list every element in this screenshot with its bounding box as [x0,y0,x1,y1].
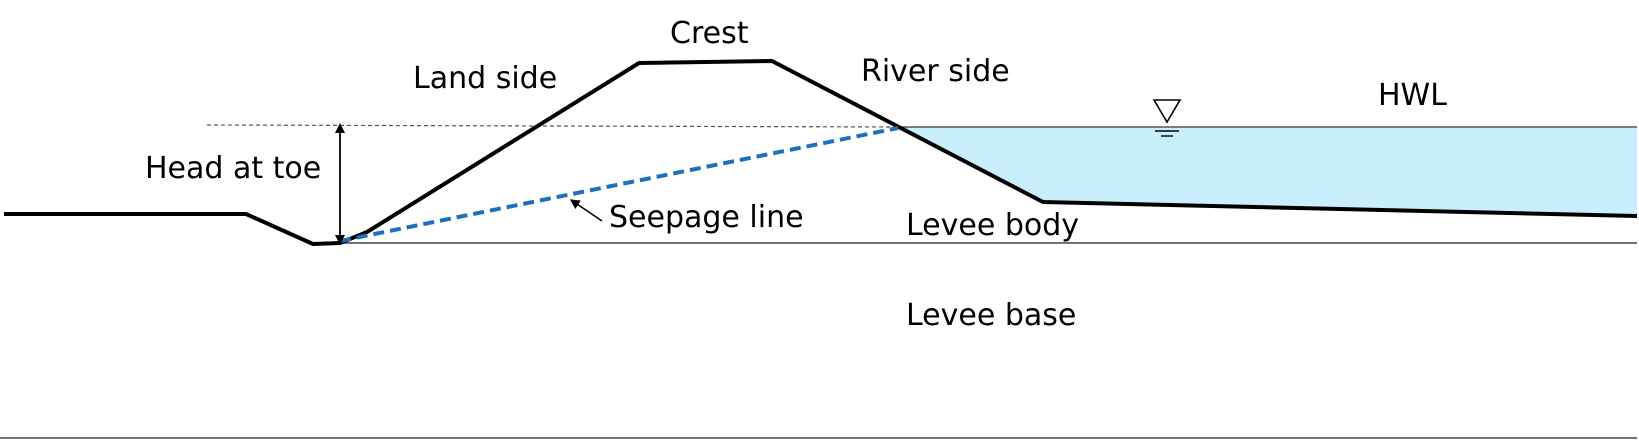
river-water [898,127,1637,216]
seepage-line-label: Seepage line [609,200,804,235]
head-at-toe-label: Head at toe [145,151,321,186]
hwl-dashed-line [206,124,899,128]
levee-outline [4,59,1638,246]
seepage-pointer-arrow [569,199,603,222]
water-level-icon [1152,99,1182,137]
land-side-label: Land side [413,61,557,96]
hwl-label: HWL [1378,78,1447,113]
river-side-label: River side [861,54,1010,89]
seepage-line [339,126,899,243]
crest-label: Crest [670,16,749,51]
levee-body-label: Levee body [906,208,1079,243]
levee-base-label: Levee base [906,298,1076,333]
